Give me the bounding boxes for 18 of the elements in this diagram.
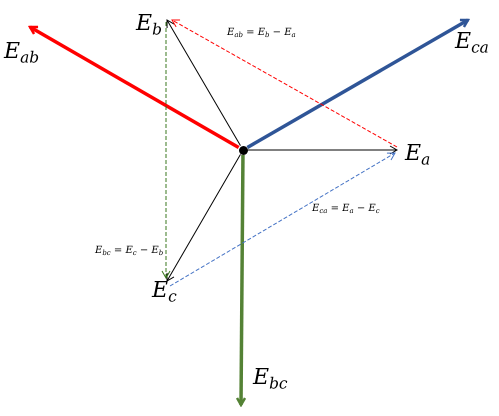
phasor-label: E$_{ab}$ <box>4 40 40 67</box>
arrow <box>28 25 240 150</box>
center-dot <box>239 146 248 155</box>
arrow <box>170 152 396 286</box>
edge-label: E$_{ab}$ = E$_{b}$ − E$_{a}$ <box>226 27 297 40</box>
arrow <box>248 146 398 154</box>
edge-label: E$_{bc}$ = E$_{c}$ − E$_{b}$ <box>94 245 164 258</box>
arrow <box>236 154 246 406</box>
phasor-label: E$_{a}$ <box>405 142 430 169</box>
phasor-label: E$_{ca}$ <box>455 30 489 57</box>
phasor-label: E$_{b}$ <box>136 12 162 39</box>
arrow <box>166 154 241 282</box>
arrow <box>162 22 170 278</box>
arrow <box>172 19 398 148</box>
edge-label: E$_{ca}$ = E$_{a}$ − E$_{c}$ <box>311 203 381 216</box>
arrow <box>166 20 241 146</box>
phasor-label: E$_{bc}$ <box>253 366 288 393</box>
phasor-label: E$_{c}$ <box>152 279 177 306</box>
